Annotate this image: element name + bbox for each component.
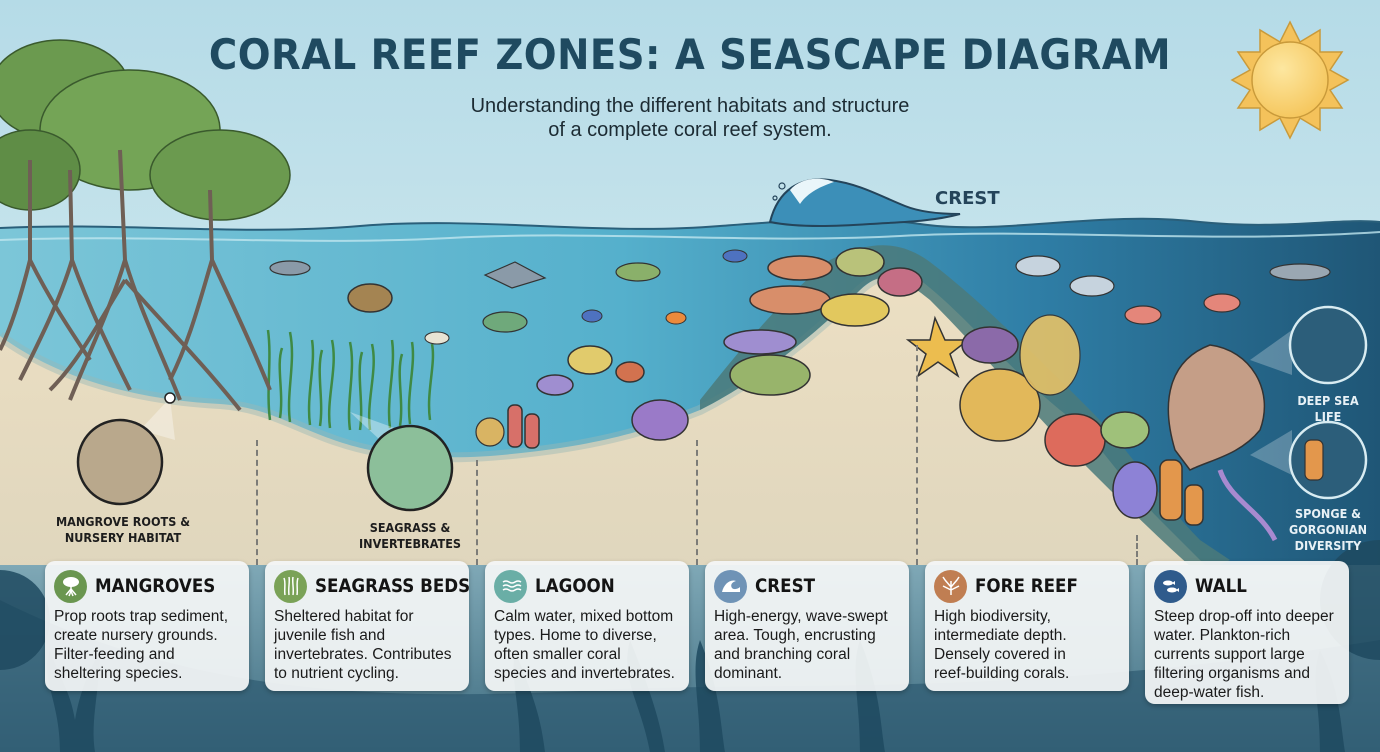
description-line: juvenile fish and (274, 627, 386, 644)
crest-wave (768, 178, 961, 227)
subtitle-line-1: Understanding the different habitats and… (470, 95, 910, 117)
callout-line: SPONGE & (1295, 506, 1361, 521)
zone-divider (916, 345, 918, 565)
zone-description: Sheltered habitat for juvenile fish and … (274, 607, 460, 683)
mangrove-trees (0, 39, 291, 412)
callout-line: DEEP SEA LIFE (1297, 393, 1359, 424)
zone-divider (1136, 535, 1138, 565)
description-line: intermediate depth. (934, 627, 1067, 644)
description-line: types. Home to diverse, (494, 627, 657, 644)
callout-seagrass-invertebrates: SEAGRASS & INVERTEBRATES (352, 520, 469, 552)
calm-water-icon (494, 569, 527, 603)
mangrove-tree-icon (54, 569, 87, 603)
seagrass-icon (274, 569, 307, 603)
zone-card-fore-reef: FORE REEF High biodiversity, intermediat… (925, 561, 1129, 691)
zone-card-lagoon: LAGOON Calm water, mixed bottom types. H… (485, 561, 689, 691)
description-line: area. Tough, encrusting (714, 627, 876, 644)
callout-deep-sea-life: DEEP SEA LIFE (1283, 393, 1373, 425)
description-line: deep-water fish. (1154, 684, 1265, 701)
callout-line: MANGROVE ROOTS & (55, 514, 191, 529)
coral-cluster-lagoon (475, 345, 689, 449)
callout-mangrove-roots: MANGROVE ROOTS & NURSERY HABITAT (56, 514, 191, 546)
description-line: and branching coral (714, 646, 851, 663)
callout-line: NURSERY HABITAT (64, 530, 182, 545)
zone-title: FORE REEF (975, 575, 1078, 597)
zone-description: Prop roots trap sediment, create nursery… (54, 607, 240, 683)
description-line: water. Plankton-rich (1154, 627, 1291, 644)
callout-sponge-gorgonian: SPONGE & GORGONIAN DIVERSITY (1288, 506, 1369, 554)
description-line: create nursery grounds. (54, 627, 218, 644)
subtitle-line-2: of a complete coral reef system. (548, 119, 832, 141)
crest-scene-label: CREST (935, 188, 1000, 209)
wave-icon (714, 569, 747, 603)
branching-coral-icon (934, 569, 967, 603)
seagrass-bed (266, 329, 435, 431)
description-line: Sheltered habitat for (274, 608, 414, 625)
zone-card-crest: CREST High-energy, wave-swept area. Toug… (705, 561, 909, 691)
zone-divider (696, 440, 698, 565)
callout-line: INVERTEBRATES (358, 536, 462, 551)
zone-title: CREST (755, 575, 816, 597)
zone-card-mangroves: MANGROVES Prop roots trap sediment, crea… (45, 561, 249, 691)
description-line: Filter-feeding and (54, 646, 175, 663)
zone-card-wall: WALL Steep drop-off into deeper water. P… (1145, 561, 1349, 704)
description-line: filtering organisms and (1154, 665, 1310, 682)
description-line: to nutrient cycling. (274, 665, 399, 682)
magnifier-sponge (1250, 420, 1368, 500)
magnifier-deep-sea (1250, 305, 1368, 385)
marine-life (269, 249, 1331, 345)
zone-description: High-energy, wave-swept area. Tough, enc… (714, 607, 900, 683)
zone-title: LAGOON (535, 575, 615, 597)
page-subtitle: Understanding the different habitats and… (0, 94, 1380, 142)
coral-cluster-crest (723, 247, 1278, 542)
callout-line: DIVERSITY (1294, 538, 1362, 553)
description-line: High biodiversity, (934, 608, 1051, 625)
zone-description: Calm water, mixed bottom types. Home to … (494, 607, 680, 683)
zone-description: High biodiversity, intermediate depth. D… (934, 607, 1120, 683)
description-line: High-energy, wave-swept (714, 608, 888, 625)
description-line: Steep drop-off into deeper (1154, 608, 1334, 625)
description-line: currents support large (1154, 646, 1305, 663)
description-line: dominant. (714, 665, 783, 682)
description-line: species and invertebrates. (494, 665, 675, 682)
description-line: sheltering species. (54, 665, 183, 682)
description-line: Prop roots trap sediment, (54, 608, 229, 625)
description-line: reef-building corals. (934, 665, 1070, 682)
zone-title: WALL (1195, 575, 1247, 597)
sun-icon (1230, 20, 1350, 140)
description-line: often smaller coral (494, 646, 621, 663)
zone-divider (476, 460, 478, 565)
zone-title: SEAGRASS BEDS (315, 575, 471, 597)
zone-title: MANGROVES (95, 575, 216, 597)
description-line: Densely covered in (934, 646, 1066, 663)
fish-icon (1154, 569, 1187, 603)
callout-line: SEAGRASS & (369, 520, 451, 535)
zone-card-seagrass-beds: SEAGRASS BEDS Sheltered habitat for juve… (265, 561, 471, 691)
callout-line: GORGONIAN (1289, 522, 1367, 537)
zone-description: Steep drop-off into deeper water. Plankt… (1154, 607, 1340, 702)
description-line: invertebrates. Contributes (274, 646, 452, 663)
description-line: Calm water, mixed bottom (494, 608, 674, 625)
magnifier-seagrass (350, 412, 454, 512)
magnifier-mangrove-roots (76, 392, 176, 506)
zone-divider (256, 440, 258, 565)
page-title: CORAL REEF ZONES: A SEASCAPE DIAGRAM (208, 30, 1172, 79)
